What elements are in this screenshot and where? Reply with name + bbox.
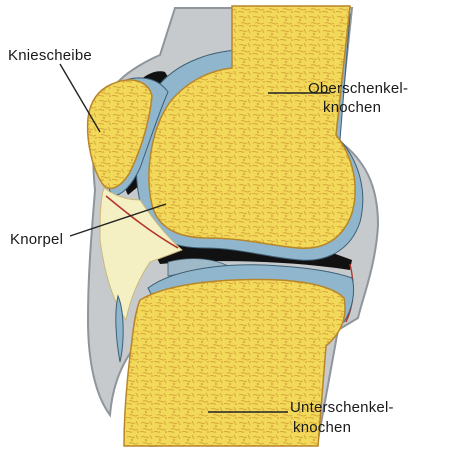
label-oberschenkelknochen-line1: Oberschenkel-	[308, 79, 408, 98]
label-unterschenkelknochen-line2: knochen	[293, 418, 351, 437]
label-oberschenkelknochen-line2: knochen	[323, 98, 381, 117]
label-knorpel: Knorpel	[10, 230, 63, 249]
label-unterschenkelknochen-line1: Unterschenkel-	[290, 398, 394, 417]
label-kniescheibe: Kniescheibe	[8, 46, 92, 65]
